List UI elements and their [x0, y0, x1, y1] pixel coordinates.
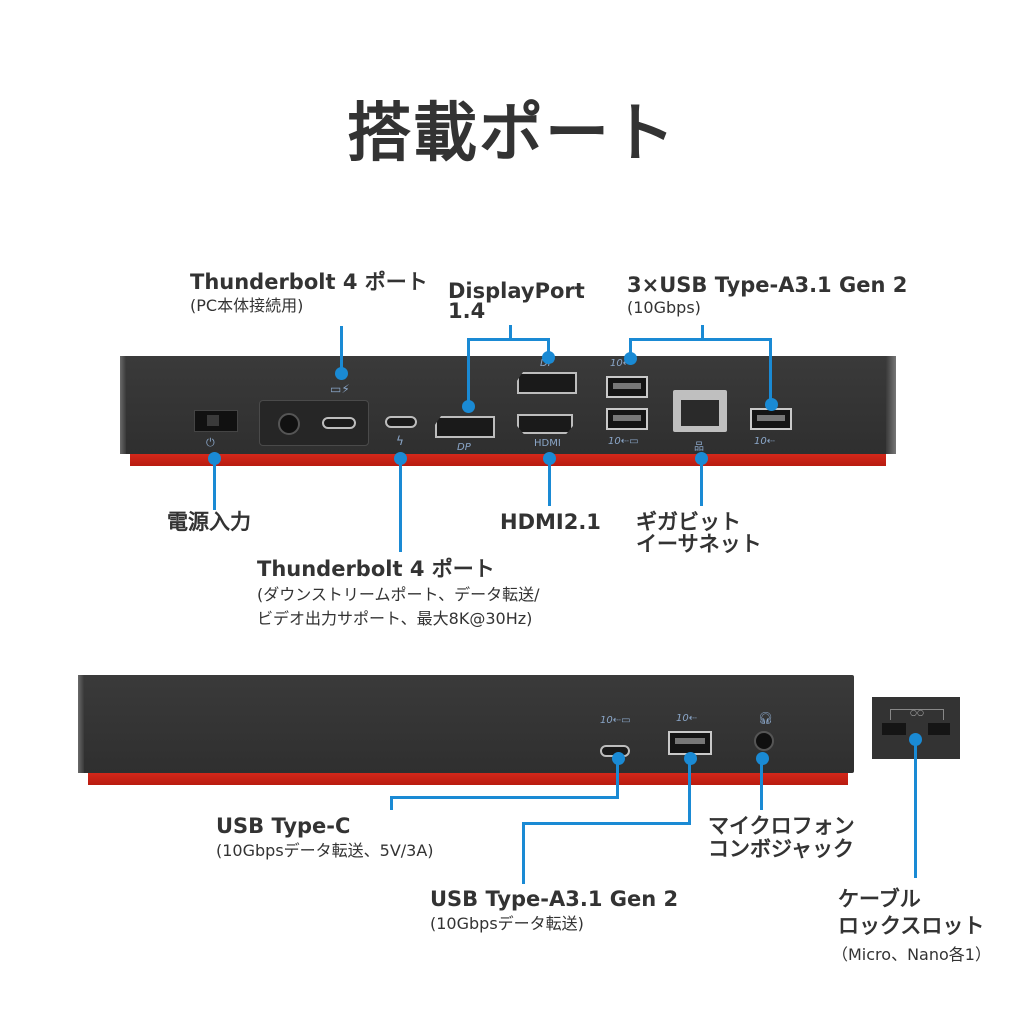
- lock-slot-nano[interactable]: [928, 723, 950, 735]
- callout-dot-ethernet: [695, 452, 708, 465]
- audio-jack[interactable]: [754, 731, 774, 751]
- callout-line-lock: [914, 740, 917, 878]
- callout-dot-tb4-host: [335, 367, 348, 380]
- label-tb4-down-sub-2: ビデオ出力サポート、最大8K@30Hz): [257, 609, 533, 628]
- label-displayport-version: 1.4: [448, 299, 486, 323]
- hdmi-port[interactable]: [517, 414, 573, 434]
- callout-dot-tb4-down: [394, 452, 407, 465]
- callout-line-usb-c-down: [390, 796, 393, 810]
- front-dock-edge-left: [78, 675, 84, 773]
- label-tb4-down-title: Thunderbolt 4 ポート: [257, 557, 495, 581]
- network-icon: 品: [694, 442, 704, 453]
- label-hdmi: HDMI2.1: [500, 510, 601, 534]
- callout-line-dp-left: [467, 338, 470, 406]
- thunderbolt-host-port[interactable]: [322, 417, 356, 429]
- callout-line-usb-c-v: [616, 758, 619, 798]
- callout-line-dp-right: [547, 338, 550, 356]
- ethernet-socket: [681, 400, 719, 426]
- callout-line-usb-c-h: [390, 796, 619, 799]
- host-port-recess: [259, 400, 369, 446]
- front-dock-body: [78, 675, 854, 773]
- callout-line-dp-stem: [509, 325, 512, 339]
- callout-dot-usb-1: [624, 352, 637, 365]
- callout-line-usb-left: [629, 338, 632, 358]
- callout-dot-lock: [909, 733, 922, 746]
- displayport-1[interactable]: [435, 416, 495, 438]
- label-lock-sub: （Micro、Nano各1）: [832, 945, 991, 964]
- label-mic-1: マイクロフォン: [708, 814, 855, 838]
- lock-icon: ○○: [890, 709, 944, 720]
- power-plug-icon: ⏻: [206, 436, 215, 449]
- label-displayport-title: DisplayPort: [448, 279, 585, 303]
- callout-line-usb-stem: [701, 325, 704, 339]
- callout-line-mic: [760, 758, 763, 810]
- usb-icon-3: 10⇠: [754, 436, 776, 447]
- callout-dot-usb-3: [765, 398, 778, 411]
- usb-a-port-front[interactable]: [668, 731, 712, 755]
- rear-dock-body: [120, 356, 896, 454]
- callout-line-hdmi: [548, 460, 551, 506]
- switch-knob: [207, 415, 219, 426]
- usb-a-port-2[interactable]: [606, 408, 648, 430]
- power-switch[interactable]: [194, 410, 238, 432]
- usb-a-icon-front: 10⇠: [676, 713, 698, 724]
- callout-line-tb4-down: [399, 460, 402, 552]
- callout-line-tb4-host: [340, 326, 343, 374]
- usb-a-port-3[interactable]: [750, 408, 792, 430]
- callout-line-power: [213, 460, 216, 510]
- callout-line-usb-a-down: [522, 822, 525, 884]
- thunderbolt-downstream-port[interactable]: [385, 416, 417, 428]
- callout-line-usb-right: [769, 338, 772, 404]
- callout-line-ethernet: [700, 460, 703, 506]
- label-mic-2: コンボジャック: [708, 837, 854, 861]
- callout-line-usb-a-v: [688, 758, 691, 824]
- page-title: 搭載ポート: [347, 97, 677, 171]
- label-ethernet-1: ギガビット: [636, 510, 741, 534]
- label-usb-a-front-sub: (10Gbpsデータ転送): [430, 914, 584, 933]
- displayport-2[interactable]: [517, 372, 577, 394]
- headset-icon: 🎧︎: [758, 711, 774, 725]
- label-usb-a-rear-sub: (10Gbps): [627, 298, 701, 317]
- displayport-icon-1: DP: [457, 442, 471, 453]
- rear-dock-edge-right: [886, 356, 896, 454]
- label-lock-1: ケーブル: [838, 887, 921, 911]
- label-usb-c-sub: (10Gbpsデータ転送、5V/3A): [216, 841, 434, 860]
- usb-a-port-1[interactable]: [606, 376, 648, 398]
- usb-charge-icon: 10⇠▭: [608, 436, 639, 447]
- label-usb-a-rear-title: 3×USB Type-A3.1 Gen 2: [627, 273, 908, 297]
- laptop-thunderbolt-icon: ▭⚡: [330, 382, 350, 396]
- usb-c-icon: 10⇠▭: [600, 715, 631, 726]
- ethernet-port[interactable]: [673, 390, 727, 432]
- label-tb4-host-sub: (PC本体接続用): [190, 296, 304, 315]
- rear-dock-base: [130, 452, 886, 466]
- callout-line-dp-bar: [467, 338, 550, 341]
- label-lock-2: ロックスロット: [838, 914, 985, 938]
- dc-jack[interactable]: [278, 413, 300, 435]
- label-usb-c-title: USB Type-C: [216, 814, 351, 838]
- front-dock-base: [88, 771, 848, 785]
- hdmi-icon: HDMI: [534, 438, 561, 449]
- rear-dock: ⏻ ▭⚡ ϟ DP DP HDMI 10⇠ 10⇠▭ 品 10⇠: [120, 356, 904, 468]
- callout-dot-hdmi: [543, 452, 556, 465]
- lock-slot-micro[interactable]: [882, 723, 906, 735]
- label-tb4-down-sub-1: (ダウンストリームポート、データ転送/: [257, 585, 540, 604]
- callout-line-usb-a-h: [522, 822, 691, 825]
- callout-dot-power: [208, 452, 221, 465]
- callout-line-usb-bar: [629, 338, 771, 341]
- rear-dock-edge-left: [120, 356, 126, 454]
- label-ethernet-2: イーサネット: [636, 532, 762, 556]
- callout-dot-dp-1: [462, 400, 475, 413]
- front-dock: 10⇠▭ 10⇠ 🎧︎: [78, 675, 854, 787]
- callout-dot-dp-2: [542, 351, 555, 364]
- label-power: 電源入力: [167, 510, 251, 534]
- thunderbolt-icon: ϟ: [396, 434, 404, 448]
- label-tb4-host-title: Thunderbolt 4 ポート: [190, 270, 428, 294]
- label-usb-a-front-title: USB Type-A3.1 Gen 2: [430, 887, 679, 911]
